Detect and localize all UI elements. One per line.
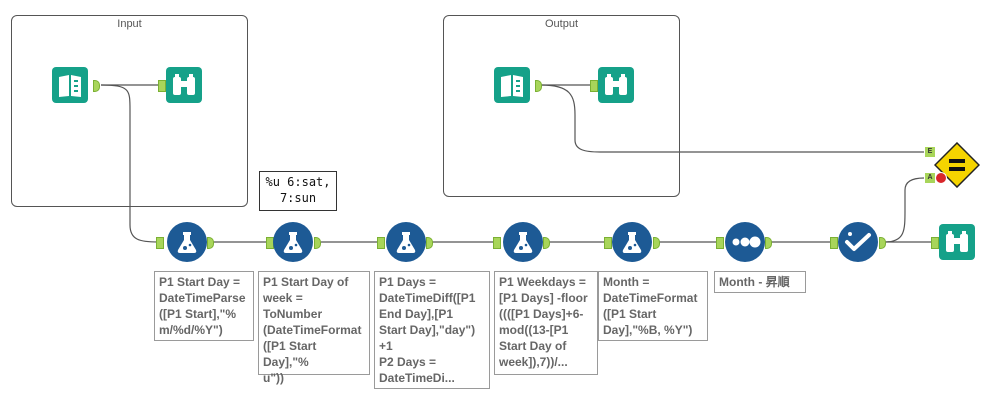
- formula5-output-anchor[interactable]: [653, 237, 660, 249]
- browse-tool-input[interactable]: [166, 67, 202, 103]
- formula1-output-anchor[interactable]: [207, 237, 214, 249]
- output-data-tool[interactable]: [494, 67, 530, 103]
- browse-tool-output[interactable]: [598, 67, 634, 103]
- output-container[interactable]: Output: [443, 15, 680, 197]
- formula4-output-anchor[interactable]: [543, 237, 550, 249]
- sort-tool[interactable]: [725, 222, 765, 262]
- formula5-annotation: Month = DateTimeFormat ([P1 Start Day],"…: [598, 271, 708, 341]
- formula-flask-icon: [612, 222, 652, 262]
- sort-dots-icon: [725, 222, 765, 262]
- error-indicator-icon: [935, 172, 947, 184]
- select-check-icon: [838, 222, 878, 262]
- formula2-annotation: P1 Start Day of week = ToNumber (DateTim…: [258, 271, 370, 385]
- browse2-input-anchor[interactable]: [590, 80, 598, 92]
- formula-flask-icon: [167, 222, 207, 262]
- browse-binoculars-icon: [598, 67, 634, 103]
- input-book-icon: [52, 67, 88, 103]
- browse-tool-final[interactable]: [939, 224, 975, 260]
- formula2-output-anchor[interactable]: [314, 237, 321, 249]
- sort-annotation: Month - 昇順: [714, 271, 806, 293]
- browse3-input-anchor[interactable]: [931, 237, 939, 249]
- browse-binoculars-icon: [166, 67, 202, 103]
- output-container-title: Output: [544, 18, 579, 30]
- sort-output-anchor[interactable]: [765, 237, 772, 249]
- select-input-anchor[interactable]: [830, 237, 838, 249]
- output-tool-output-anchor[interactable]: [535, 80, 542, 92]
- select-tool[interactable]: [838, 222, 878, 262]
- formula3-input-anchor[interactable]: [377, 237, 385, 249]
- formula4-input-anchor[interactable]: [493, 237, 501, 249]
- formula-flask-icon: [503, 222, 543, 262]
- comment-box[interactable]: %u 6:sat, 7:sun: [259, 171, 337, 211]
- input-container-title: Input: [117, 18, 142, 30]
- formula3-annotation: P1 Days = DateTimeDiff([P1 End Day],[P1 …: [374, 271, 490, 389]
- select-output-anchor[interactable]: [879, 237, 886, 249]
- formula-tool-5[interactable]: [612, 222, 652, 262]
- browse1-input-anchor[interactable]: [158, 80, 166, 92]
- formula-flask-icon: [273, 222, 313, 262]
- formula-flask-icon: [386, 222, 426, 262]
- input-data-tool[interactable]: [52, 67, 88, 103]
- sort-input-anchor[interactable]: [716, 237, 724, 249]
- formula4-annotation: P1 Weekdays = [P1 Days] -floor ((([P1 Da…: [494, 271, 598, 375]
- test-input-e-anchor[interactable]: E: [925, 147, 935, 157]
- wire-output-test: [540, 84, 924, 153]
- formula5-input-anchor[interactable]: [604, 237, 612, 249]
- formula-tool-2[interactable]: [273, 222, 313, 262]
- formula3-output-anchor[interactable]: [426, 237, 433, 249]
- formula1-annotation: P1 Start Day = DateTimeParse ([P1 Start]…: [154, 271, 254, 341]
- browse-binoculars-icon: [939, 224, 975, 260]
- formula1-input-anchor[interactable]: [156, 237, 164, 249]
- input-book-icon: [494, 67, 530, 103]
- formula-tool-4[interactable]: [503, 222, 543, 262]
- formula-tool-3[interactable]: [386, 222, 426, 262]
- input-tool-output-anchor[interactable]: [93, 80, 100, 92]
- wire-select-test: [884, 177, 925, 243]
- wire-input-formula1: [100, 84, 159, 243]
- formula-tool-1[interactable]: [167, 222, 207, 262]
- test-input-a-anchor[interactable]: A: [925, 173, 935, 183]
